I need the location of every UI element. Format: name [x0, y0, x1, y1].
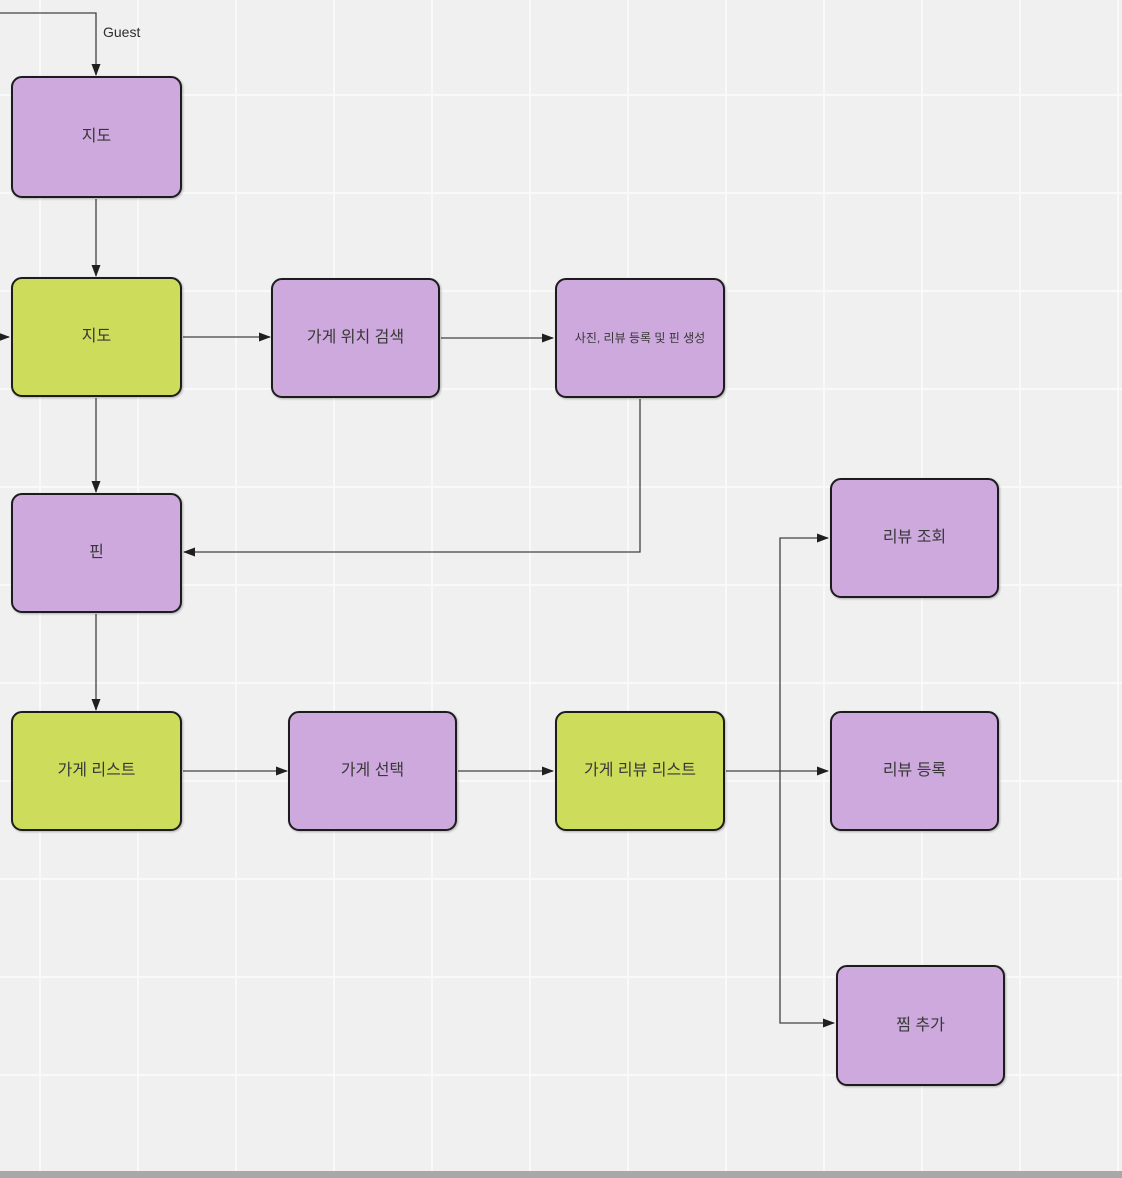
- node-label: 사진, 리뷰 등록 및 핀 생성: [574, 330, 706, 345]
- node-label: 리뷰 조회: [882, 529, 947, 546]
- node-label: 리뷰 등록: [882, 762, 947, 779]
- edge-label-guest[interactable]: Guest: [103, 24, 141, 40]
- node-photo-review-pin-create[interactable]: 사진, 리뷰 등록 및 핀 생성: [555, 278, 725, 398]
- node-review-view[interactable]: 리뷰 조회: [830, 478, 999, 598]
- node-label: 가게 선택: [340, 762, 405, 779]
- node-label: 지도: [81, 328, 112, 345]
- node-label: 찜 추가: [896, 1016, 945, 1034]
- node-map-guest[interactable]: 지도: [11, 76, 182, 198]
- node-map[interactable]: 지도: [11, 277, 182, 397]
- edge-review-list-to-review-view[interactable]: [779, 533, 829, 771]
- edge-review-list-to-favorite-add[interactable]: [779, 771, 835, 1028]
- node-store-location-search[interactable]: 가게 위치 검색: [271, 278, 440, 398]
- node-label: 가게 리스트: [57, 762, 136, 779]
- node-label: 핀: [89, 544, 104, 561]
- horizontal-scrollbar[interactable]: [0, 1171, 1122, 1178]
- node-label: 가게 리뷰 리스트: [584, 762, 696, 779]
- node-store-list[interactable]: 가게 리스트: [11, 711, 182, 831]
- edge-guest-to-map1[interactable]: [0, 12, 101, 76]
- node-pin[interactable]: 핀: [11, 493, 182, 613]
- node-review-register[interactable]: 리뷰 등록: [830, 711, 999, 831]
- node-store-select[interactable]: 가게 선택: [288, 711, 457, 831]
- node-favorite-add[interactable]: 찜 추가: [836, 965, 1005, 1086]
- node-label: 지도: [81, 128, 112, 145]
- node-label: 가게 위치 검색: [306, 329, 405, 346]
- edge-photo-review-pin-to-pin[interactable]: [183, 399, 641, 557]
- node-store-review-list[interactable]: 가게 리뷰 리스트: [555, 711, 725, 831]
